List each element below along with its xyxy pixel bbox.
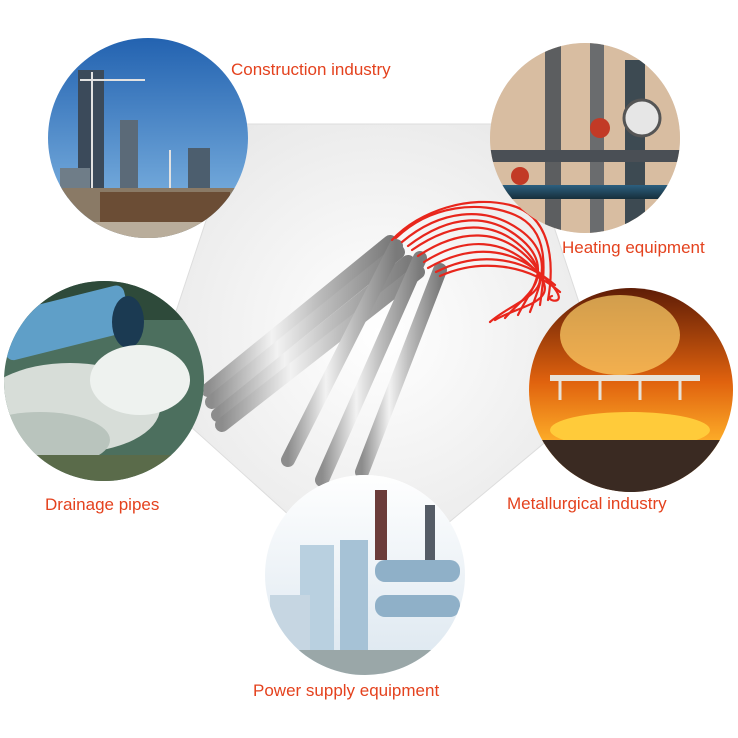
construction-site-photo xyxy=(48,38,248,238)
boiler-pipes-photo xyxy=(490,43,680,233)
label-construction-industry: Construction industry xyxy=(231,60,391,79)
label-power-supply-equipment: Power supply equipment xyxy=(253,681,440,700)
label-heating-equipment: Heating equipment xyxy=(562,238,705,257)
label-metallurgical-industry: Metallurgical industry xyxy=(507,494,667,513)
cartridge-heater-rods-photo xyxy=(201,200,562,487)
label-drainage-pipes: Drainage pipes xyxy=(45,495,160,514)
